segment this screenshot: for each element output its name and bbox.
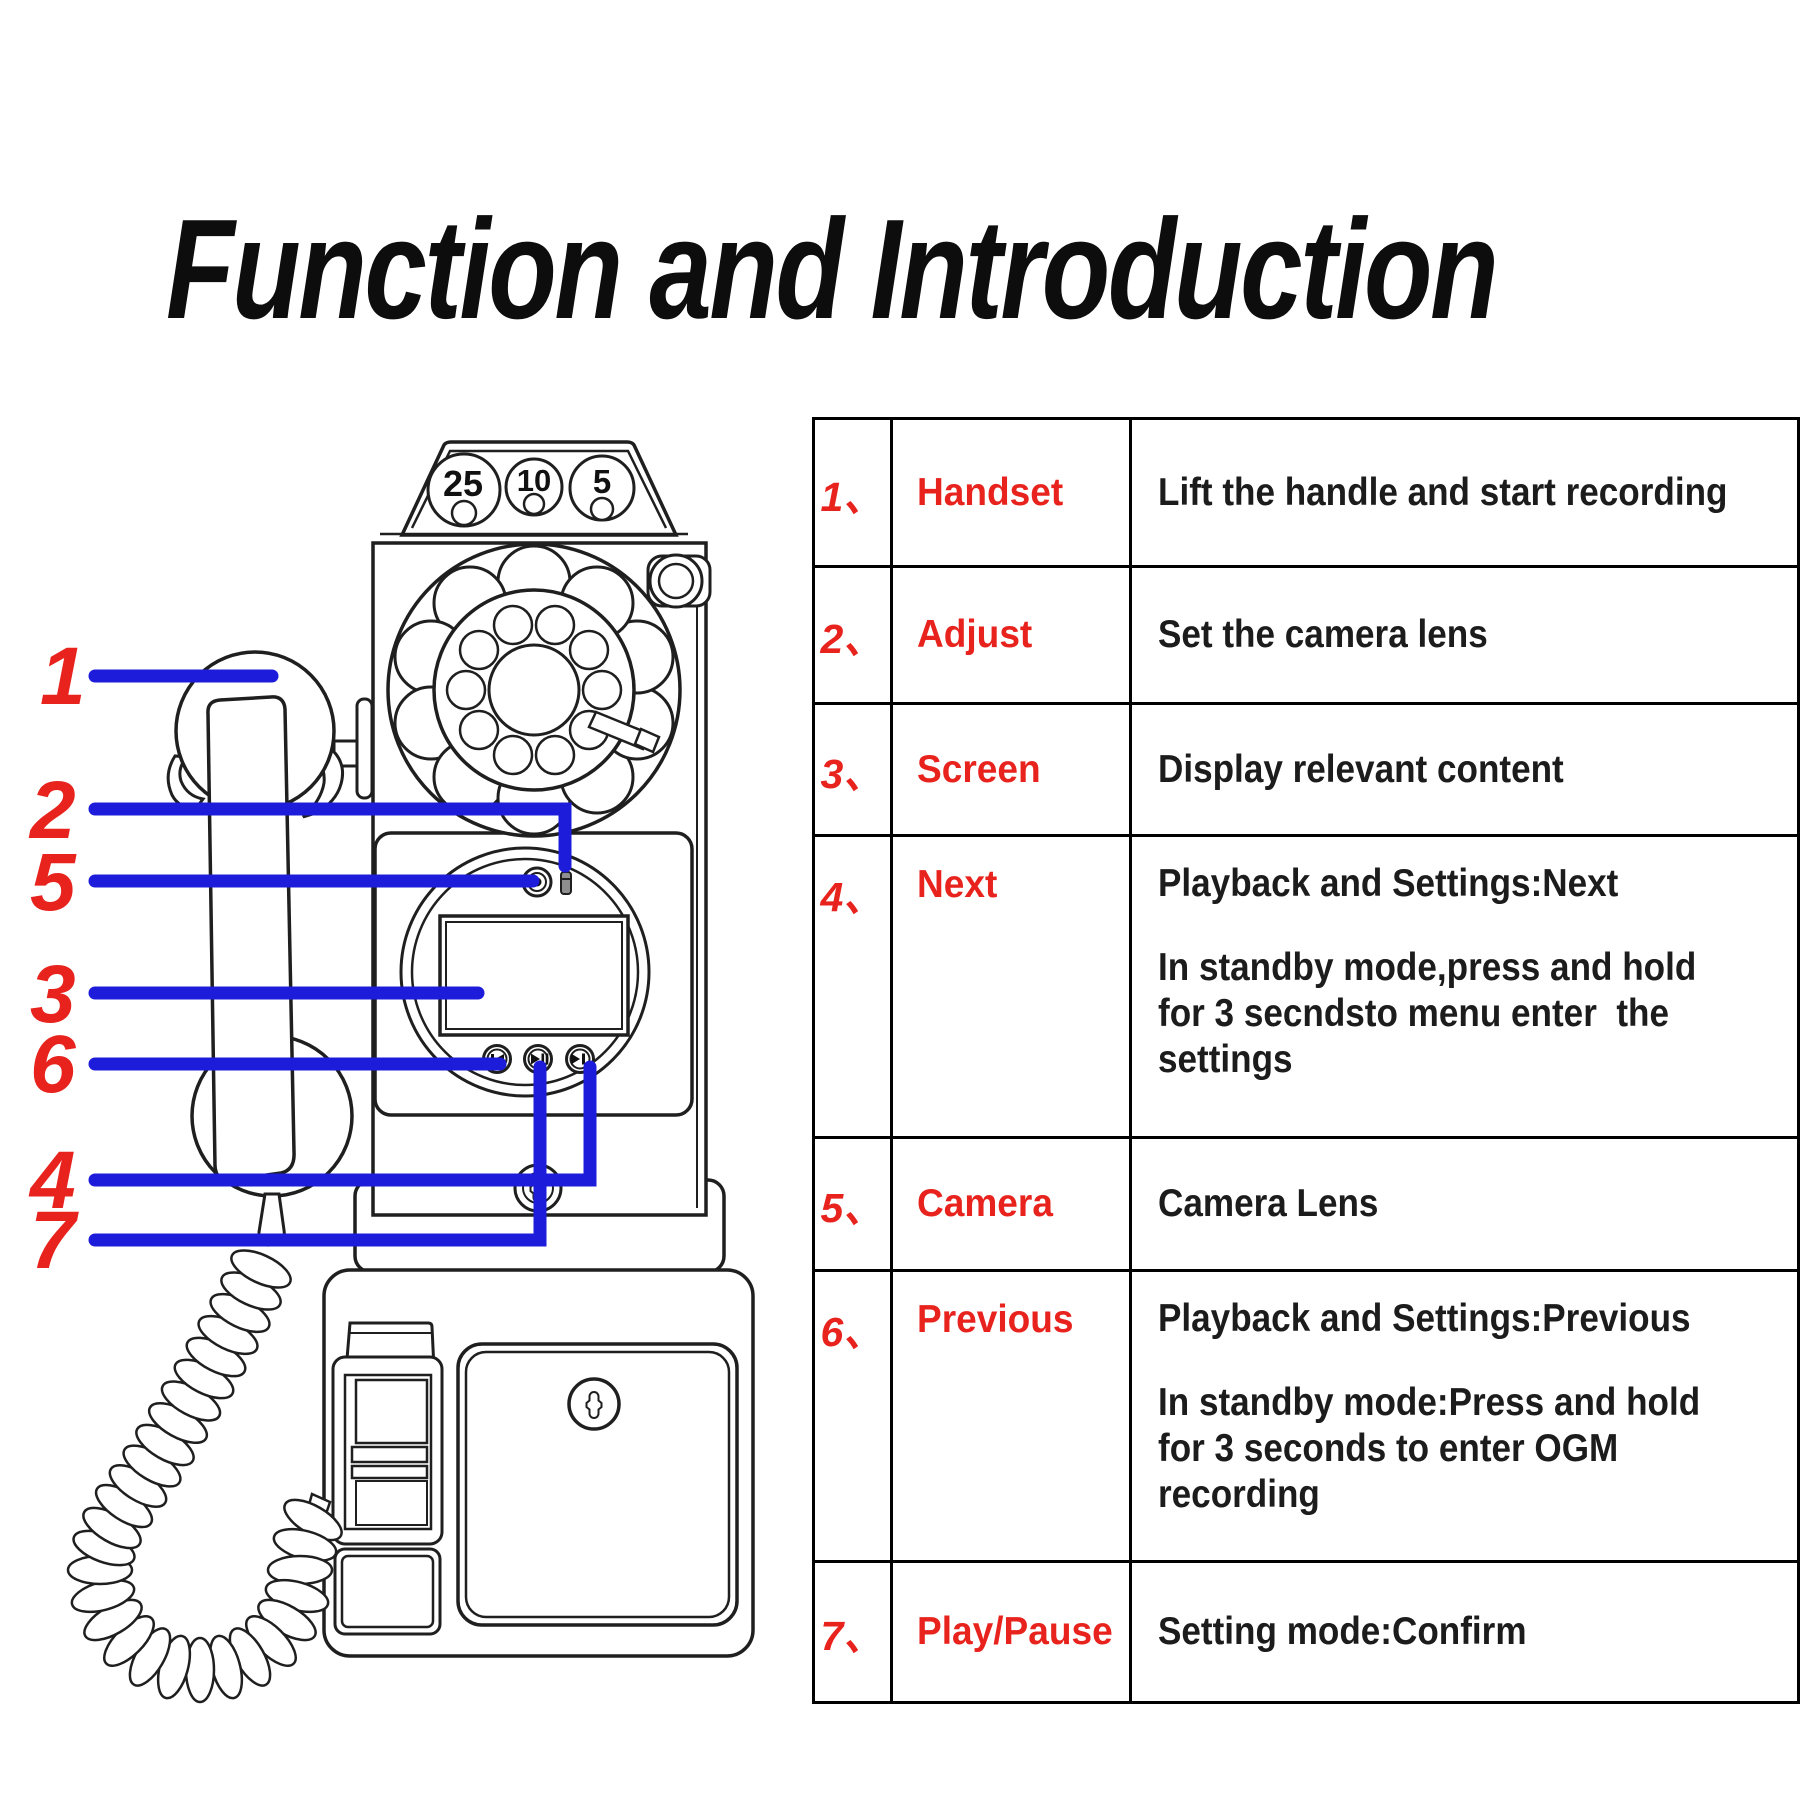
handset-grip — [206, 695, 296, 1182]
callout-lines — [88, 669, 597, 1247]
row-6-name: Previous — [889, 1269, 1133, 1563]
row-1-number: 1、 — [812, 417, 893, 568]
handset-cradle — [166, 697, 374, 819]
finger-stop — [587, 710, 652, 751]
row-1-name: Handset — [889, 417, 1133, 568]
coin-label-25: 25 — [443, 463, 483, 504]
callout-line-2-adjust — [88, 802, 572, 873]
row-3-description: Display relevant content — [1129, 702, 1800, 837]
handset-cord — [66, 1249, 343, 1704]
screen — [438, 914, 630, 1037]
row-2-name: Adjust — [889, 565, 1133, 705]
table-row: 6、 Previous Playback and Settings:Previo… — [812, 1269, 1800, 1563]
row-5-name: Camera — [889, 1136, 1133, 1272]
callout-label-4: 4 — [28, 1135, 76, 1226]
callout-label-7: 7 — [30, 1195, 79, 1286]
dial-center — [487, 643, 581, 737]
row-4-number: 4、 — [812, 834, 893, 1139]
cradle-hook-left — [166, 754, 206, 809]
page-title: Function and Introduction — [166, 190, 1499, 350]
screen-ring — [399, 846, 651, 1098]
row-6-number: 6、 — [812, 1269, 893, 1563]
table-row: 2、 Adjust Set the camera lens — [812, 565, 1800, 705]
callout-label-1: 1 — [40, 631, 86, 722]
play-pause-icon — [531, 1053, 549, 1065]
row-6-description: Playback and Settings:Previous In standb… — [1129, 1269, 1800, 1563]
table-row: 7、 Play/Pause Setting mode:Confirm — [812, 1560, 1800, 1704]
adjust-lever — [560, 871, 572, 895]
callout-numbers: 1 2 5 3 6 4 7 — [28, 631, 86, 1286]
coin-slots: 25 10 5 — [426, 452, 636, 528]
row-4-name: Next — [889, 834, 1133, 1139]
callout-label-2: 2 — [28, 765, 76, 856]
row-3-number: 3、 — [812, 702, 893, 837]
row-5-number: 5、 — [812, 1136, 893, 1272]
table-row: 4、 Next Playback and Settings:Next In st… — [812, 834, 1800, 1139]
handset — [174, 650, 354, 1247]
table-row: 1、 Handset Lift the handle and start rec… — [812, 417, 1800, 568]
rotary-dial — [386, 542, 682, 838]
side-knob — [646, 553, 712, 609]
row-7-number: 7、 — [812, 1560, 893, 1704]
callout-label-6: 6 — [30, 1019, 77, 1110]
row-4-description: Playback and Settings:Next In standby mo… — [1129, 834, 1800, 1139]
row-1-description: Lift the handle and start recording — [1129, 417, 1800, 568]
coin-label-10: 10 — [517, 463, 551, 498]
vault-door — [456, 1342, 739, 1627]
callout-line-4-next — [88, 1060, 597, 1187]
coin-label-5: 5 — [593, 463, 611, 500]
coin-return-tray — [333, 1547, 442, 1636]
table-row: 5、 Camera Camera Lens — [812, 1136, 1800, 1272]
row-3-name: Screen — [889, 702, 1133, 837]
callout-label-5: 5 — [30, 837, 77, 928]
coin-return — [331, 1321, 444, 1546]
callout-label-3: 3 — [30, 949, 76, 1040]
row-2-number: 2、 — [812, 565, 893, 705]
next-icon — [571, 1053, 585, 1065]
row-7-description: Setting mode:Confirm — [1129, 1560, 1800, 1704]
row-5-description: Camera Lens — [1129, 1136, 1800, 1272]
row-2-description: Set the camera lens — [1129, 565, 1800, 705]
callout-line-7-play-pause — [88, 1060, 547, 1247]
function-table: 1、 Handset Lift the handle and start rec… — [812, 417, 1800, 1704]
table-row: 3、 Screen Display relevant content — [812, 702, 1800, 837]
row-7-name: Play/Pause — [889, 1560, 1133, 1704]
